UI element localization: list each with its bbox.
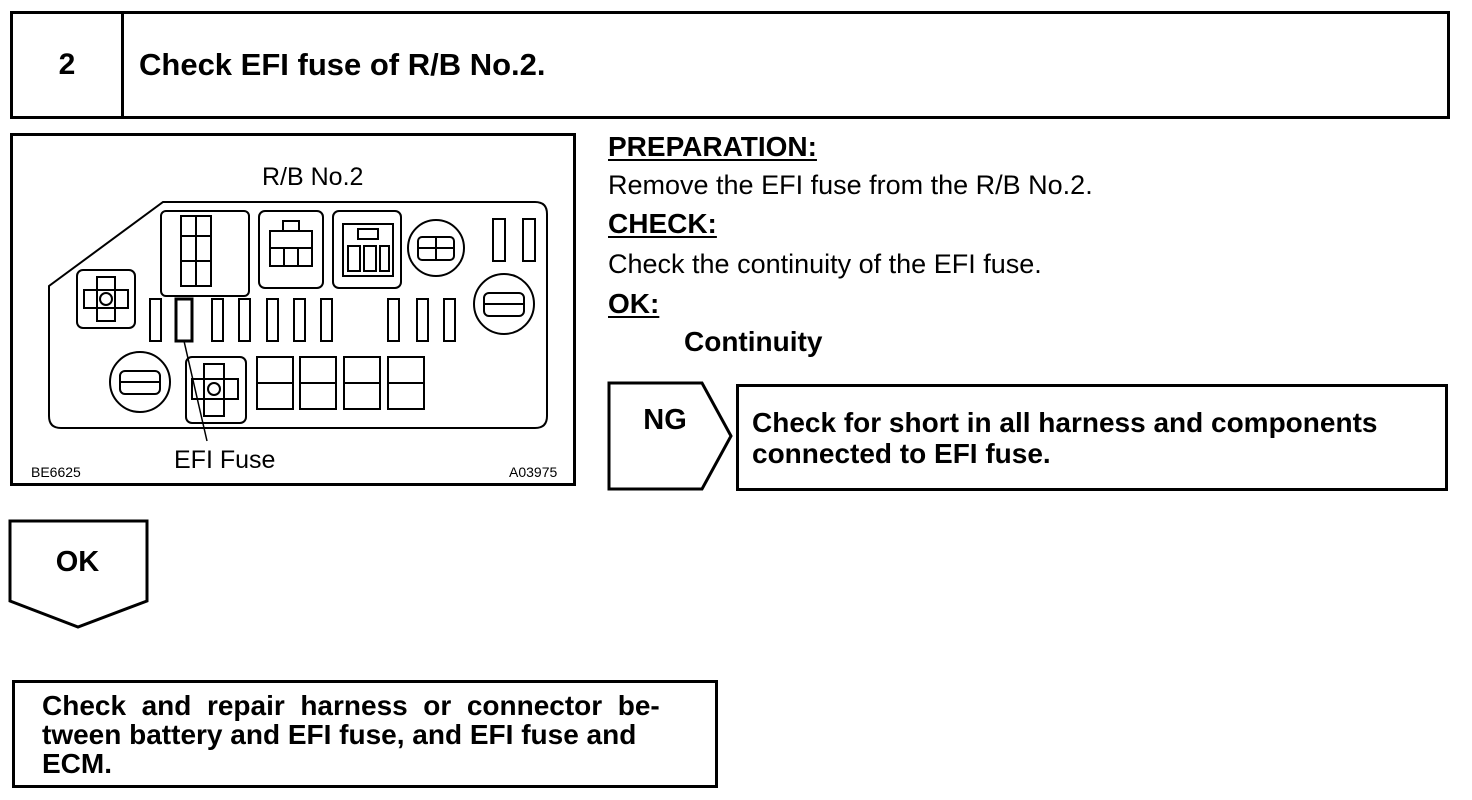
- relay-slot-3: [332, 210, 402, 289]
- ng-arrow-shape: [607, 381, 733, 491]
- step-number: 2: [13, 14, 124, 116]
- ok-result-box: Check and repair harness or connector be…: [12, 680, 718, 788]
- ok-heading: OK:: [608, 288, 660, 319]
- round-connector-right: [473, 273, 535, 335]
- ok-result-line: ECM.: [42, 748, 112, 779]
- relay-block-diagram: [48, 201, 548, 442]
- step-title: Check EFI fuse of R/B No.2.: [139, 47, 546, 82]
- check-text: Check the continuity of the EFI fuse.: [608, 249, 1042, 279]
- preparation-text: Remove the EFI fuse from the R/B No.2.: [608, 170, 1093, 200]
- step-header: 2 Check EFI fuse of R/B No.2.: [10, 11, 1450, 119]
- efi-fuse-callout: EFI Fuse: [174, 446, 276, 474]
- figure-code-left: BE6625: [31, 464, 81, 480]
- bottom-connector: [185, 356, 247, 424]
- ng-result-line: connected to EFI fuse.: [752, 438, 1051, 469]
- round-connector-top: [407, 219, 465, 277]
- ok-result-line: Check and repair harness or connector be…: [42, 690, 660, 721]
- figure-title: R/B No.2: [262, 163, 364, 191]
- ok-arrow-shape: [8, 519, 149, 629]
- ok-result-line: tween battery and EFI fuse, and EFI fuse…: [42, 719, 637, 750]
- relay-slot-1: [160, 210, 250, 297]
- ok-criterion: Continuity: [684, 326, 823, 357]
- figure-code-right: A03975: [509, 464, 558, 480]
- ok-label: OK: [55, 546, 100, 578]
- left-connector: [76, 269, 136, 329]
- ng-result-box: Check for short in all harness and compo…: [736, 384, 1448, 491]
- efi-fuse-slot: [174, 297, 194, 343]
- relay-block-figure: R/B No.2 EFI Fuse BE6625 A03975: [10, 133, 576, 486]
- ng-label: NG: [643, 404, 687, 436]
- check-heading: CHECK:: [608, 208, 717, 239]
- relay-slot-2: [258, 210, 324, 289]
- preparation-heading: PREPARATION:: [608, 131, 817, 162]
- round-connector-bottom: [109, 351, 171, 413]
- ng-result-line: Check for short in all harness and compo…: [752, 407, 1378, 438]
